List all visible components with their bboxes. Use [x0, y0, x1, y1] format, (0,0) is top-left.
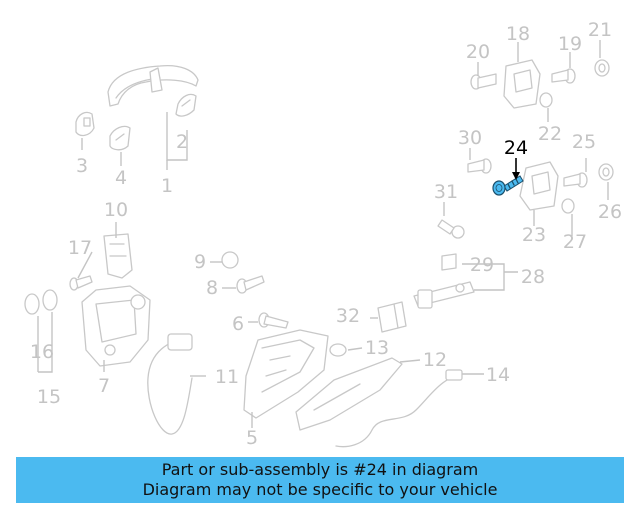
leader-lines	[37, 40, 609, 428]
callout-27: 27	[563, 231, 587, 253]
part-31-screw	[437, 219, 465, 239]
callout-20: 20	[466, 41, 490, 63]
part-18-upper-hinge	[503, 59, 541, 109]
part-16-washer	[24, 289, 58, 315]
part-8-bolt	[236, 275, 265, 294]
part-22-bushing	[539, 92, 553, 108]
callout-23: 23	[522, 224, 546, 246]
info-banner: Part or sub-assembly is #24 in diagram D…	[16, 457, 624, 503]
callout-6: 6	[232, 313, 244, 335]
callout-9: 9	[194, 251, 206, 273]
callout-16: 16	[30, 341, 54, 363]
part-19-bolt	[551, 68, 576, 84]
callout-25: 25	[572, 131, 596, 153]
callout-31: 31	[434, 181, 458, 203]
callout-8: 8	[206, 277, 218, 299]
callout-21: 21	[588, 19, 612, 41]
part-1-outside-handle	[107, 64, 199, 107]
callout-14: 14	[486, 364, 510, 386]
part-4-gasket	[109, 125, 131, 151]
part-23-lower-hinge	[519, 161, 559, 211]
part-29-door-check-plate	[441, 253, 457, 271]
part-12-inside-handle	[295, 357, 403, 431]
callout-3: 3	[76, 155, 88, 177]
callout-5: 5	[246, 427, 258, 449]
part-24-hinge-bolt	[492, 175, 524, 196]
callout-11: 11	[215, 366, 239, 388]
callout-24: 24	[504, 137, 528, 159]
callout-17: 17	[68, 237, 92, 259]
part-6-pin	[258, 312, 289, 329]
part-27-bushing	[561, 198, 575, 214]
callout-29: 29	[470, 254, 494, 276]
callout-28: 28	[521, 266, 545, 288]
callout-15: 15	[37, 386, 61, 408]
callout-13: 13	[365, 337, 389, 359]
part-7-door-latch	[81, 285, 151, 367]
callout-18: 18	[506, 23, 530, 45]
part-5-door-module	[243, 329, 329, 419]
callout-4: 4	[115, 167, 127, 189]
callout-2: 2	[176, 131, 188, 153]
callout-1: 1	[161, 175, 173, 197]
part-25-bolt	[563, 172, 588, 188]
part-3-bezel	[75, 111, 95, 137]
callout-30: 30	[458, 127, 482, 149]
part-13-grommet	[329, 343, 347, 357]
callout-26: 26	[598, 201, 622, 223]
part-20-bolt	[470, 73, 497, 90]
part-26-nut	[598, 163, 614, 181]
part-28-door-check	[413, 281, 475, 309]
callout-19: 19	[558, 33, 582, 55]
callout-numbers: 1 2 3 4 5 6 7 8 9 10 11 12 13 14 15 16 1…	[30, 19, 622, 449]
callout-10: 10	[104, 199, 128, 221]
part-2-handle-cap	[175, 93, 197, 117]
part-11-cable	[147, 333, 193, 435]
callout-22: 22	[538, 123, 562, 145]
callout-12: 12	[423, 349, 447, 371]
banner-line-disclaimer: Diagram may not be specific to your vehi…	[142, 480, 498, 499]
part-14-cable	[335, 369, 463, 448]
part-30-bolt	[467, 158, 492, 174]
part-10-bracket	[103, 233, 133, 279]
part-17-screw	[69, 275, 93, 291]
part-21-nut	[594, 59, 610, 77]
part-9-clip	[221, 251, 239, 269]
callout-32: 32	[336, 305, 360, 327]
banner-line-part-info: Part or sub-assembly is #24 in diagram	[161, 460, 479, 479]
part-32-stopper	[377, 301, 407, 333]
callout-7: 7	[98, 375, 110, 397]
